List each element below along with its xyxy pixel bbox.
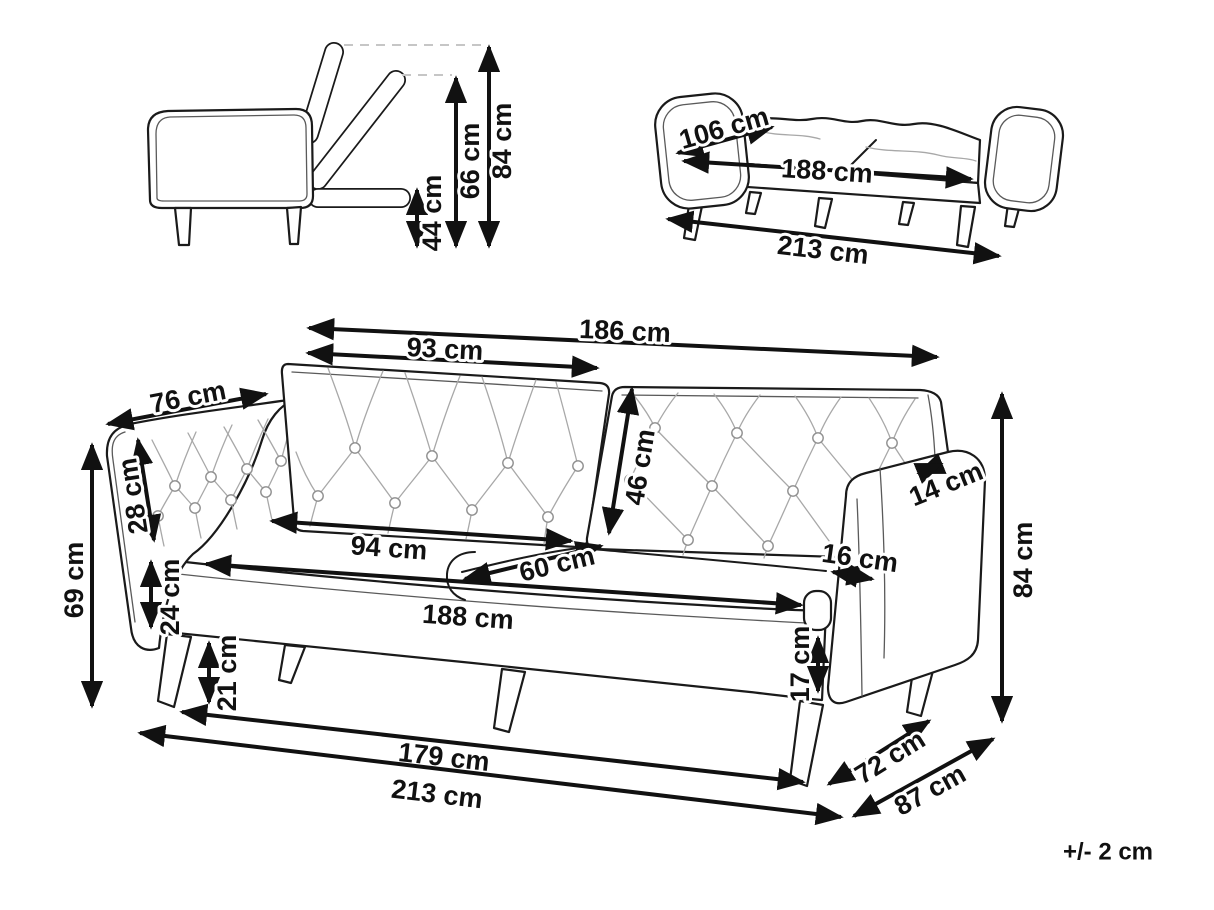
right-armrest xyxy=(826,449,987,705)
dim-armrest-height-label: 69 cm xyxy=(59,542,89,619)
dim-base-right-height-label: 17 cm xyxy=(785,626,815,703)
dim-leg-height-label: 21 cm xyxy=(212,635,242,712)
dim-total-depth-label: 87 cm xyxy=(889,758,971,821)
dim-total-length-label: 213 cm xyxy=(390,774,484,815)
flat-right-armrest xyxy=(983,105,1065,213)
dim-reclined-height-label: 66 cm xyxy=(455,123,485,200)
flat-bed-view: 106 cm 188 cm 213 cm xyxy=(654,92,1065,273)
dim-armrest-front-width-arrow xyxy=(830,563,875,588)
dim-armrest-cushion-width-arrow xyxy=(130,437,162,543)
dim-inner-length-arrow xyxy=(179,703,806,791)
side-profile-view: 44 cm 66 cm 84 cm xyxy=(146,42,520,254)
dim-backrest-height-arrow xyxy=(601,386,640,536)
dim-back-section-width-label: 93 cm xyxy=(406,332,484,366)
dim-total-length-arrow xyxy=(137,724,844,826)
seat-bolster xyxy=(802,589,833,632)
dim-side-total-height-label: 84 cm xyxy=(487,103,517,180)
side-leg-left xyxy=(173,206,193,247)
dim-armrest-length-arrow xyxy=(105,387,269,431)
tolerance-note: +/- 2 cm xyxy=(1063,839,1153,866)
side-body-piping xyxy=(155,114,308,202)
dim-seat-total-width-label: 188 cm xyxy=(421,599,514,635)
dim-back-total-width-arrow xyxy=(306,317,940,368)
dim-base-front-height-label: 24 cm xyxy=(155,559,185,636)
dim-armrest-top-depth-arrow xyxy=(913,453,947,484)
front-perspective-view: 186 cm 93 cm 76 cm 28 cm 46 cm 14 cm 94 … xyxy=(56,311,1041,826)
dim-back-total-width-label: 186 cm xyxy=(579,314,672,348)
dim-seat-section-width-arrow xyxy=(269,511,574,551)
dim-back-section-width-arrow xyxy=(305,343,600,378)
dim-flat-total-length-label: 213 cm xyxy=(776,230,870,270)
dim-mattress-length-arrow xyxy=(681,151,974,189)
dim-total-height-label: 84 cm xyxy=(1008,522,1038,599)
dim-flat-total-length-arrow xyxy=(665,210,1002,265)
dim-total-depth-arrow xyxy=(851,737,996,818)
side-profile-dimensions: 44 cm 66 cm 84 cm xyxy=(405,44,520,254)
dim-mattress-length-label: 188 cm xyxy=(780,153,873,189)
dim-mattress-depth-arrow xyxy=(675,122,775,158)
side-leg-right xyxy=(285,205,303,246)
dim-seat-fold-depth-label: 60 cm xyxy=(516,540,597,587)
dim-seat-height-label: 44 cm xyxy=(417,175,447,252)
side-body xyxy=(146,107,315,210)
backrest-left-cushion xyxy=(280,362,611,549)
dim-seat-total-width-arrow xyxy=(203,554,804,615)
reclining-backrest-positions xyxy=(299,42,411,208)
dim-seat-section-width-label: 94 cm xyxy=(350,530,428,565)
